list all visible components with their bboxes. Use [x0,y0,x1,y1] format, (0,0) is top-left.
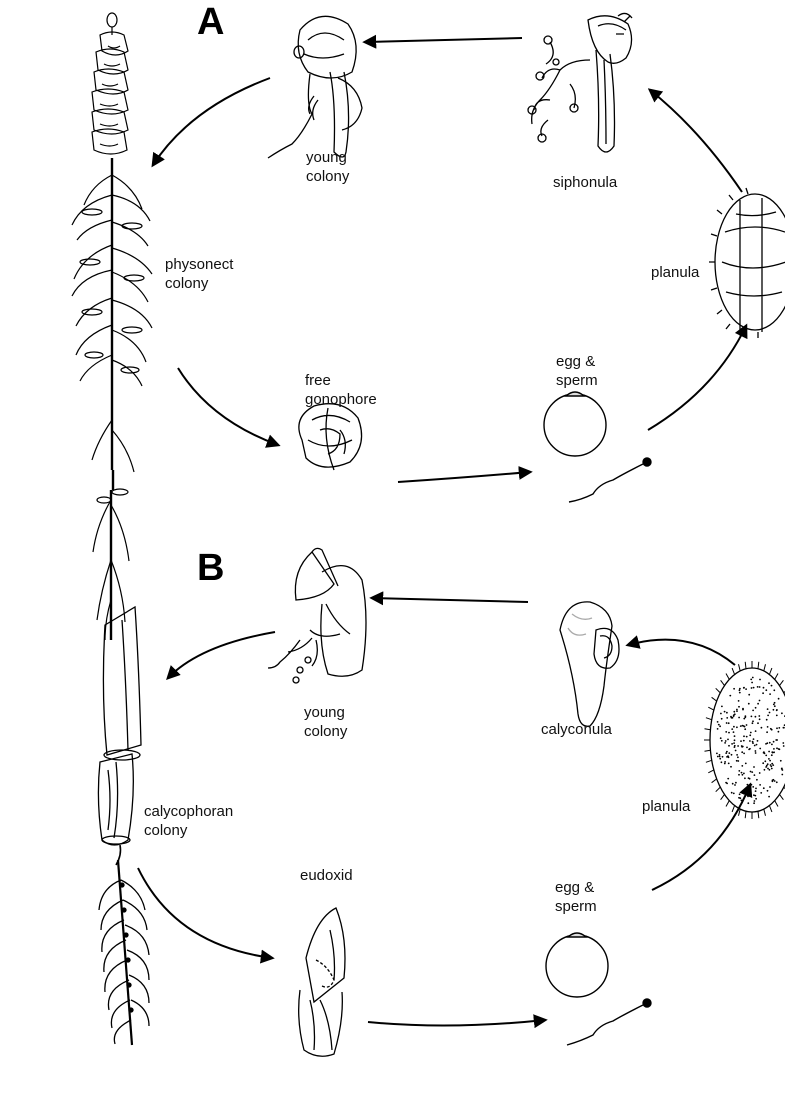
label-planula-b: planula [642,797,690,816]
arrow-colony-to-eudoxid [138,868,272,958]
siphonula-illustration [528,13,632,152]
label-physonect-colony: physonect colony [165,255,233,293]
calyconula-illustration [560,602,619,726]
label-calycophoran-colony: calycophoran colony [144,802,233,840]
arrow-egg-to-planula [648,326,746,430]
young-colony-a-illustration [268,16,362,158]
arrow-siphonula-to-young-colony [365,38,522,42]
physonect-colony-illustration [72,13,152,640]
arrow-calyconula-to-young-colony [372,598,528,602]
label-egg-sperm-b: egg & sperm [555,878,597,916]
arrow-planula-to-siphonula [650,90,742,192]
arrow-colony-to-gonophore [178,368,278,445]
label-egg-sperm-a: egg & sperm [556,352,598,390]
label-planula-a: planula [651,263,699,282]
arrow-planula-to-calyconula [628,640,735,665]
young-colony-b-illustration [268,548,366,683]
label-eudoxid: eudoxid [300,866,353,885]
panel-a-arrows [153,38,746,482]
label-siphonula: siphonula [553,173,617,192]
panel-label-a: A [197,2,224,42]
planula-a-illustration [709,188,785,338]
gonophore-illustration [299,404,362,470]
eudoxid-illustration [299,908,345,1056]
arrow-gonophore-to-egg [398,472,530,482]
arrow-eudoxid-to-egg [368,1020,545,1026]
egg-sperm-b-illustration [546,933,651,1045]
arrow-young-colony-to-colony [153,78,270,165]
label-young-colony-a: young colony [306,148,349,186]
label-young-colony-b: young colony [304,703,347,741]
label-calyconula: calyconula [541,720,612,739]
label-free-gonophore: free gonophore [305,371,377,409]
panel-label-b: B [197,548,224,588]
egg-sperm-a-illustration [544,392,651,502]
arrow-young-colony-to-colony-b [168,632,275,678]
calycophoran-colony-illustration [98,607,149,1045]
